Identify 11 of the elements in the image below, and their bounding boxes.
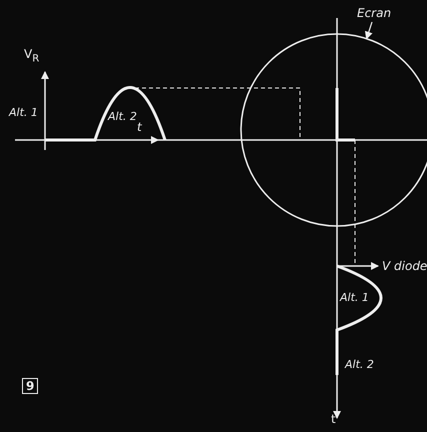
waveform-label: Alt. 1 [340,291,369,305]
axis-label: t [331,412,336,426]
leader-line [364,22,373,40]
callout-label: Ecran [357,6,392,20]
axis-label: t [137,120,142,134]
figure-number: 9 [22,378,38,394]
axis-label: V$_{R}$ [24,47,40,66]
waveform-label: Alt. 1 [9,106,38,120]
waveform-label: Alt. 2 [108,110,137,124]
waveform-label: Alt. 2 [345,358,374,372]
axis-label: V diode [382,259,427,273]
